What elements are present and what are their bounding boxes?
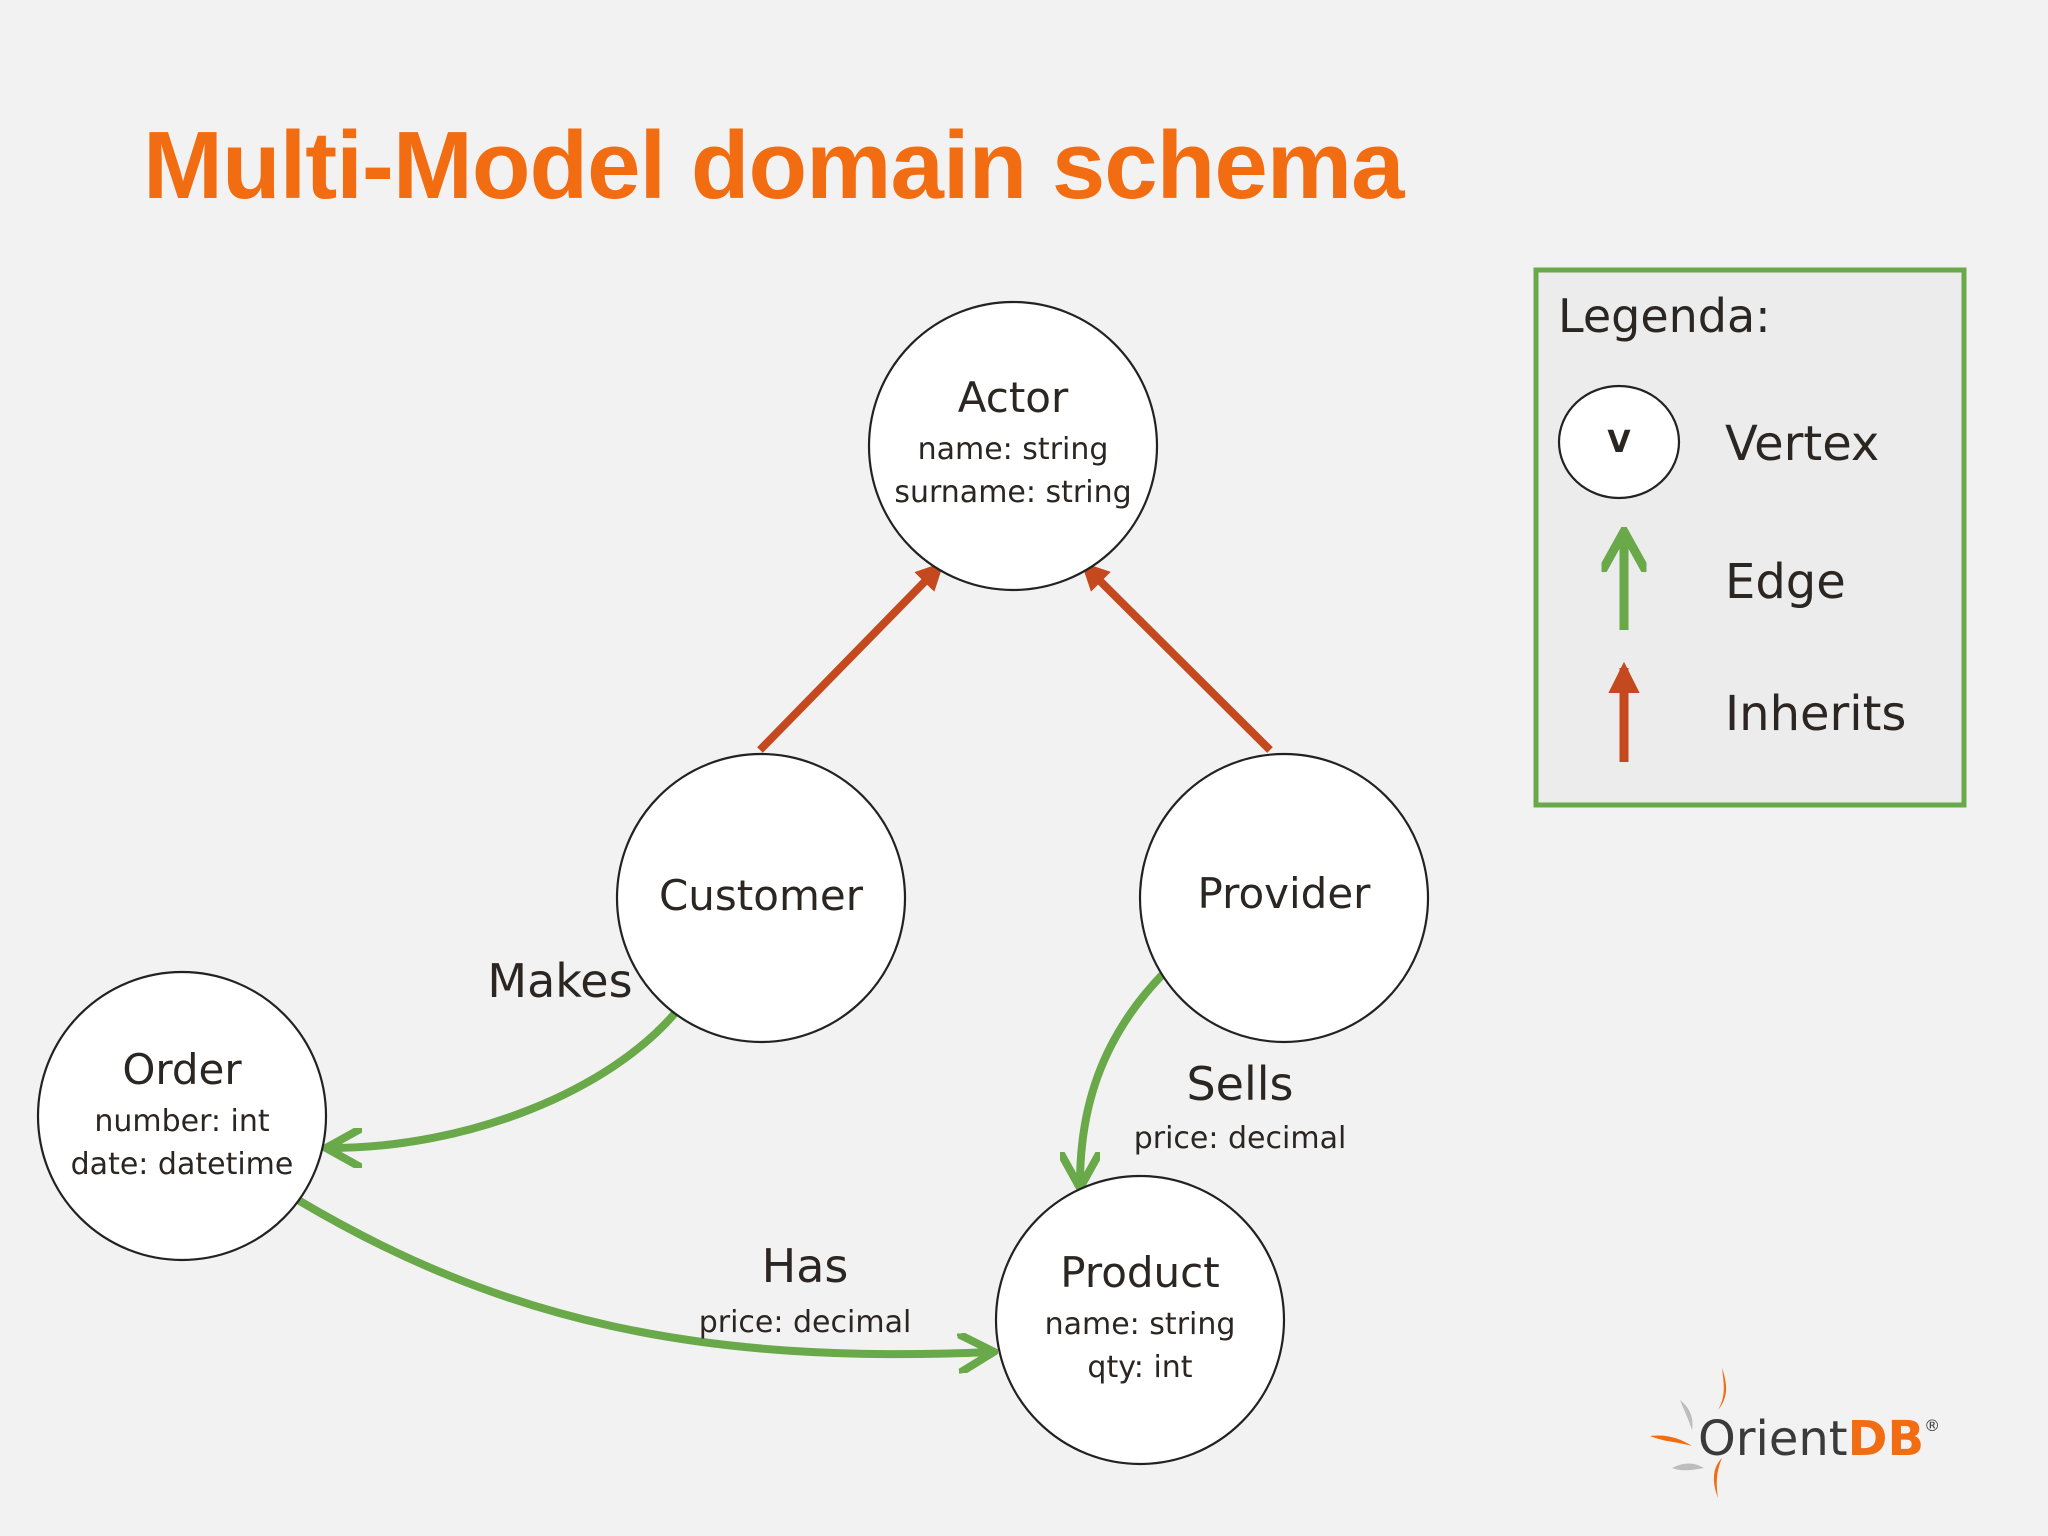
logo-wordmark: OrientDB® xyxy=(1698,1411,1940,1467)
vertex-product-attr-1: name: string xyxy=(1045,1307,1236,1342)
orientdb-logo-mark xyxy=(1650,1368,1727,1498)
legend-vertex-symbol xyxy=(1557,384,1681,500)
vertex-product[interactable]: Product name: string qty: int xyxy=(994,1174,1286,1466)
logo-spark-left xyxy=(1650,1435,1692,1446)
logo-spark-top xyxy=(1718,1368,1727,1410)
logo-spark-grey-1 xyxy=(1680,1400,1693,1430)
vertex-actor-circle xyxy=(867,300,1159,592)
vertex-customer-circle xyxy=(615,752,907,1044)
page-title: Multi-Model domain schema xyxy=(143,112,1404,219)
legend-edge-label: Edge xyxy=(1725,554,1846,610)
legend-title: Legenda: xyxy=(1558,289,1771,343)
vertex-order-attr-2: date: datetime xyxy=(71,1147,294,1182)
vertex-customer-name: Customer xyxy=(659,871,864,920)
vertex-actor-attr-2: surname: string xyxy=(894,475,1131,510)
vertex-order[interactable]: Order number: int date: datetime xyxy=(36,970,328,1262)
vertex-actor-name: Actor xyxy=(958,373,1069,422)
vertex-customer[interactable]: Customer xyxy=(615,752,907,1044)
edge-attr-has: price: decimal xyxy=(699,1305,912,1340)
legend-vertex-letter: V xyxy=(1607,425,1631,460)
inherit-arrow-provider-actor xyxy=(1081,562,1273,753)
logo-registered-mark: ® xyxy=(1924,1416,1940,1435)
vertex-provider-name: Provider xyxy=(1198,869,1372,918)
edge-label-sells: Sells xyxy=(1186,1057,1293,1111)
vertex-actor[interactable]: Actor name: string surname: string xyxy=(867,300,1159,592)
logo-spark-grey-2 xyxy=(1672,1463,1704,1471)
vertex-product-circle xyxy=(994,1174,1286,1466)
vertex-product-name: Product xyxy=(1060,1248,1219,1297)
logo-text-db: DB xyxy=(1848,1411,1924,1467)
vertex-provider-circle xyxy=(1138,752,1430,1044)
vertex-product-attr-2: qty: int xyxy=(1087,1350,1192,1385)
edge-attr-sells: price: decimal xyxy=(1134,1121,1347,1156)
legend-inherits-label: Inherits xyxy=(1725,686,1906,742)
edge-arrow-has xyxy=(295,1196,990,1354)
vertex-actor-attr-1: name: string xyxy=(918,432,1109,467)
edge-arrow-sells xyxy=(1080,972,1165,1184)
edge-label-makes: Makes xyxy=(487,954,632,1008)
logo-text-orient: Orient xyxy=(1698,1411,1848,1467)
edge-label-has: Has xyxy=(762,1239,849,1293)
orientdb-logo: OrientDB® xyxy=(1650,1368,1940,1498)
vertex-provider[interactable]: Provider xyxy=(1138,752,1430,1044)
inherit-arrow-customer-actor xyxy=(757,561,944,753)
vertex-order-name: Order xyxy=(122,1045,242,1094)
vertex-order-circle xyxy=(36,970,328,1262)
legend: Legenda: V Vertex Edge Inherits xyxy=(1533,267,1967,808)
logo-spark-bottom xyxy=(1713,1458,1722,1498)
legend-vertex-label: Vertex xyxy=(1725,416,1879,472)
vertex-order-attr-1: number: int xyxy=(94,1104,270,1139)
edge-arrow-makes xyxy=(330,1009,680,1148)
